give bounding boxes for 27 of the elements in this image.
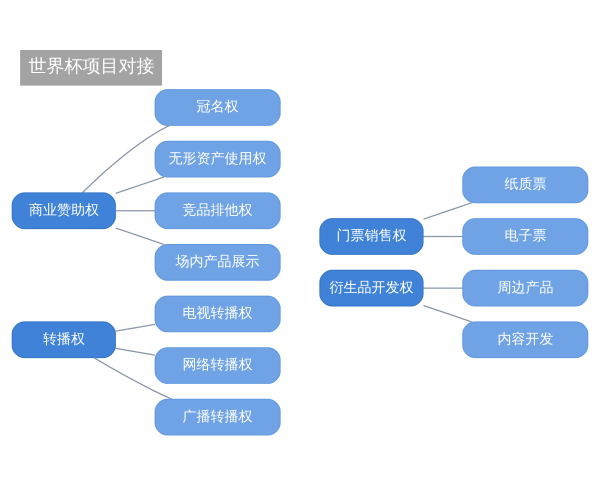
connector: [423, 287, 463, 288]
node-box: 广播转播权: [154, 398, 281, 436]
connector: [116, 226, 164, 245]
connector: [94, 356, 172, 400]
node-box: 内容开发: [462, 320, 588, 358]
diagram-title: 世界杯项目对接: [28, 56, 155, 77]
connector: [116, 323, 156, 332]
node-box: 纸质票: [462, 166, 588, 203]
connector: [116, 347, 156, 356]
node-box: 衍生品开发权: [319, 269, 424, 306]
connector: [423, 235, 463, 237]
node-box: 无形资产使用权: [154, 140, 281, 177]
node-box: 门票销售权: [319, 218, 424, 254]
node-box: 冠名权: [154, 88, 281, 126]
node-box: 电视转播权: [154, 295, 281, 332]
connector: [116, 210, 155, 211]
node-box: 竞品排他权: [154, 192, 281, 229]
connector: [82, 124, 170, 193]
connector: [116, 176, 164, 194]
node-box: 场内产品展示: [154, 243, 281, 280]
node-box: 周边产品: [462, 269, 588, 306]
node-box: 转播权: [12, 320, 116, 358]
connector: [423, 304, 472, 322]
node-box: 电子票: [462, 218, 588, 254]
node-box: 网络转播权: [154, 346, 281, 384]
node-box: 商业赞助权: [12, 192, 116, 229]
connector: [423, 202, 472, 220]
